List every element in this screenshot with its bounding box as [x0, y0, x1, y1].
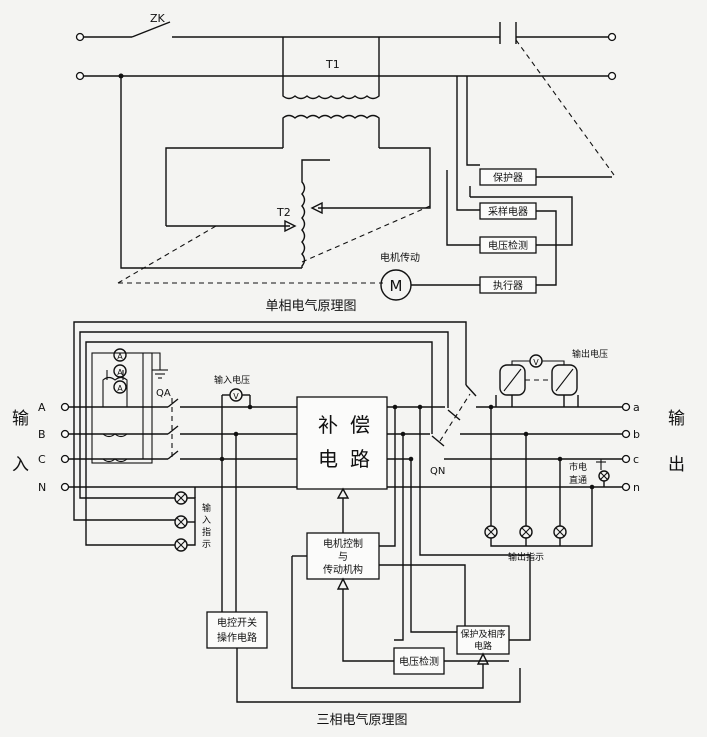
svg-text:电机控制: 电机控制 [323, 537, 363, 550]
zk-label: ZK [150, 12, 166, 25]
svg-text:输: 输 [202, 502, 211, 514]
svg-text:电压检测: 电压检测 [399, 655, 439, 668]
compensation-circuit-box [296, 396, 388, 490]
output-side-char-1: 输 [668, 409, 685, 429]
single-phase-diagram: ZK T1 T2 保护器 采样电器 [75, 12, 617, 314]
svg-text:V: V [533, 358, 539, 367]
svg-text:A: A [117, 352, 123, 361]
svg-text:电路: 电路 [474, 640, 492, 652]
phase-a-out-label: a [633, 401, 640, 414]
phase-n-label: N [38, 481, 46, 494]
svg-text:与: 与 [338, 551, 348, 563]
single-phase-title: 单相电气原理图 [265, 298, 356, 314]
qn-label: QN [430, 466, 445, 477]
phase-c-out-label: c [633, 453, 639, 466]
terminal [75, 32, 85, 42]
svg-text:路: 路 [350, 447, 370, 471]
output-indicator-label: 输出指示 [508, 551, 544, 563]
svg-text:指: 指 [202, 526, 211, 538]
svg-text:电压检测: 电压检测 [488, 239, 528, 252]
svg-text:V: V [233, 392, 239, 401]
sampler-box: 采样电器 [479, 202, 537, 220]
phase-c-label: C [38, 453, 46, 466]
three-phase-diagram: 输 入 输 出 A B C N a b c n QA [12, 321, 685, 728]
terminal [607, 32, 617, 42]
ammeter-2: A [113, 364, 127, 378]
input-indicator-lamp-3 [174, 538, 188, 552]
phase-n-out-label: n [633, 481, 640, 494]
terminal [75, 71, 85, 81]
protection-phase-box [456, 625, 510, 655]
ammeter-3: A [113, 380, 127, 394]
t1-label: T1 [325, 58, 340, 71]
motor-letter: M [390, 277, 403, 295]
output-voltmeter: V [529, 354, 543, 368]
phase-b-out-label: b [633, 428, 640, 441]
t2-coil [301, 170, 306, 268]
svg-text:偿: 偿 [350, 413, 370, 437]
three-phase-title: 三相电气原理图 [316, 712, 407, 728]
input-voltmeter: V [229, 388, 243, 402]
input-indicator-lamp-2 [174, 515, 188, 529]
phase-b-label: B [38, 428, 46, 441]
svg-text:采样电器: 采样电器 [488, 205, 528, 218]
svg-text:保护及相序: 保护及相序 [460, 628, 505, 640]
ammeter-1: A [113, 348, 127, 362]
input-voltage-label: 输入电压 [214, 374, 250, 386]
t1-secondary-coil [282, 114, 380, 148]
zk-switch-blade [131, 21, 171, 38]
switch-operation-box [206, 611, 268, 649]
svg-text:A: A [117, 384, 123, 393]
svg-text:传动机构: 传动机构 [323, 563, 363, 576]
svg-text:操作电路: 操作电路 [217, 631, 257, 644]
voltage-detect-box: 电压检测 [479, 236, 537, 254]
qa-label: QA [156, 388, 171, 399]
svg-text:保护器: 保护器 [493, 171, 523, 184]
output-side-char-2: 出 [668, 455, 685, 475]
svg-text:A: A [117, 368, 123, 377]
t1-primary-coil [282, 37, 380, 100]
svg-text:市电: 市电 [569, 461, 587, 473]
svg-text:入: 入 [202, 515, 211, 526]
output-voltage-label: 输出电压 [572, 348, 608, 360]
input-side-char-1: 输 [12, 409, 29, 429]
input-indicator-lamp-1 [174, 491, 188, 505]
output-indicator-lamp-2 [519, 525, 533, 539]
svg-text:补: 补 [318, 413, 338, 437]
output-indicator-lamp-1 [484, 525, 498, 539]
svg-text:电控开关: 电控开关 [217, 616, 257, 629]
terminal [607, 71, 617, 81]
motor-label: 电机传动 [380, 251, 420, 264]
t2-label: T2 [276, 206, 291, 219]
svg-text:直通: 直通 [569, 474, 587, 486]
svg-text:示: 示 [202, 540, 211, 550]
svg-text:电: 电 [318, 447, 338, 471]
svg-text:执行器: 执行器 [493, 279, 523, 292]
actuator-box: 执行器 [479, 276, 537, 294]
mains-direct-lamp [598, 470, 610, 482]
phase-a-label: A [38, 401, 46, 414]
protector-box: 保护器 [479, 168, 537, 186]
current-transformer-box [91, 352, 153, 464]
input-side-char-2: 入 [12, 455, 29, 475]
output-indicator-lamp-3 [553, 525, 567, 539]
